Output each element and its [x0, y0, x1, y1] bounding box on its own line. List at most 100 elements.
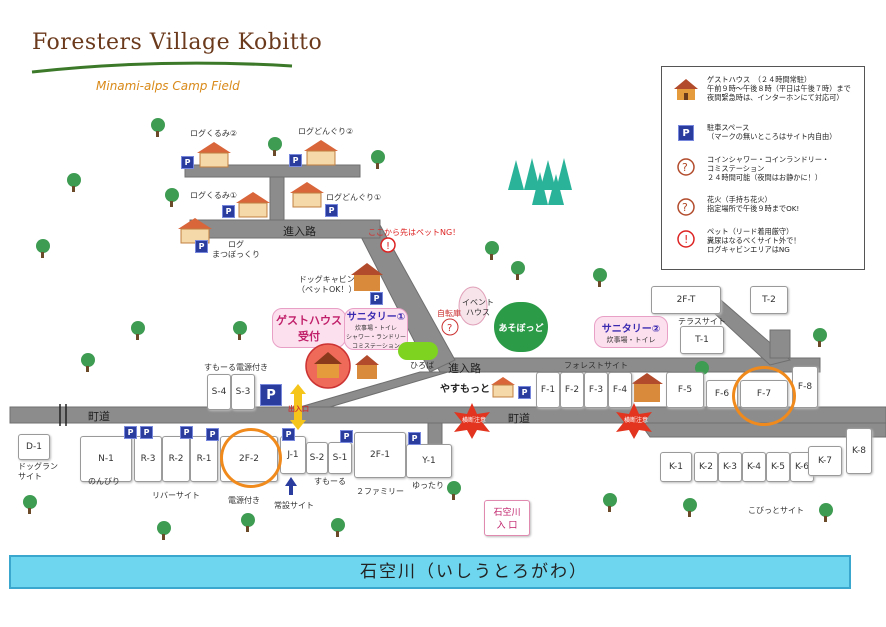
- smoru-label: すもーる: [314, 477, 346, 486]
- entrance-arrow-icon: [290, 384, 306, 430]
- arrow-up-icon: [285, 477, 297, 495]
- forest-site-label: フォレストサイト: [564, 361, 628, 370]
- kobitto-road: [639, 422, 886, 438]
- parking-icon: P: [325, 204, 338, 217]
- site-F-5[interactable]: F-5: [666, 372, 704, 408]
- site-F-8[interactable]: F-8: [792, 366, 818, 408]
- svg-text:!: !: [684, 233, 688, 246]
- pet-warning-icon: !: [380, 237, 396, 253]
- cabin-log-donguri-2: ログどんぐり②: [298, 127, 354, 136]
- site-2F-1[interactable]: 2F-1: [354, 432, 406, 478]
- site-R-2[interactable]: R-2: [162, 436, 190, 482]
- yasumotto-label: やすもっと: [440, 384, 490, 395]
- svg-text:?: ?: [682, 161, 688, 174]
- highlight-circle-F-7: [732, 366, 796, 426]
- sanitary-2-icon: [631, 373, 663, 402]
- coin-shower-icon: ?: [677, 158, 695, 176]
- road-label-town-2: 町道: [508, 412, 530, 425]
- site-K-7[interactable]: K-7: [808, 446, 842, 476]
- site-D-1[interactable]: D-1: [18, 434, 50, 460]
- map-title: Foresters Village Kobitto: [32, 30, 323, 55]
- river-label: 石空川（いしうとろがわ）: [360, 562, 588, 582]
- site-S-2[interactable]: S-2: [306, 442, 328, 474]
- event-house-icon: [458, 286, 488, 326]
- event-house-label: イベントハウス: [462, 298, 494, 317]
- svg-text:?: ?: [682, 201, 688, 214]
- regular-site-label: 常設サイト: [274, 501, 314, 510]
- guest-house-bubble: ゲストハウス 受付: [272, 308, 346, 348]
- sanitary-1-bubble: サニタリー① 炊事場・トイレ シャワー・ランドリー コミステーション: [344, 308, 408, 350]
- svg-text:!: !: [386, 241, 390, 252]
- site-K-8[interactable]: K-8: [846, 428, 872, 474]
- asobo-area: あそぼっど: [494, 302, 548, 352]
- yuttari-label: ゆったり: [412, 481, 444, 490]
- site-K-5[interactable]: K-5: [766, 452, 790, 482]
- power-label: 電源付き: [228, 496, 260, 505]
- site-N-1[interactable]: N-1: [80, 436, 132, 482]
- legend-box: ゲストハウス （２４時間常駐） 午前９時〜午後８時（平日は午後７時）まで 夜間緊…: [661, 66, 865, 270]
- highlight-circle-2F-2: [220, 428, 282, 488]
- site-2F-T[interactable]: 2F-T: [651, 286, 721, 314]
- title-swoosh: [31, 61, 293, 74]
- hiroba-label: ひろば: [410, 361, 434, 370]
- guest-house-icon[interactable]: [304, 342, 352, 390]
- site-T-2[interactable]: T-2: [750, 286, 788, 314]
- pet-warning-icon: !: [677, 230, 695, 248]
- entrance-exit-label: 出入口: [288, 405, 309, 413]
- road-label-town-1: 町道: [88, 410, 110, 423]
- parking-icon: P: [206, 428, 219, 441]
- cabin-road: [269, 174, 285, 221]
- site-R-3[interactable]: R-3: [134, 436, 162, 482]
- site-F-4[interactable]: F-4: [608, 372, 632, 408]
- parking-icon: P: [518, 386, 531, 399]
- parking-icon: P: [289, 154, 302, 167]
- site-Y-1[interactable]: Y-1: [406, 444, 452, 478]
- site-S-1[interactable]: S-1: [328, 442, 352, 474]
- site-K-2[interactable]: K-2: [694, 452, 718, 482]
- site-F-2[interactable]: F-2: [560, 372, 584, 408]
- site-K-4[interactable]: K-4: [742, 452, 766, 482]
- site-K-3[interactable]: K-3: [718, 452, 742, 482]
- map-subtitle: Minami-alps Camp Field: [96, 79, 240, 93]
- cabin-log-kurumi-2: ログくるみ②: [190, 129, 238, 138]
- crossing-warning-icon: [616, 403, 652, 439]
- self-storage-label: 自転庫: [437, 309, 461, 318]
- parking-icon: P: [282, 428, 295, 441]
- parking-icon: P: [678, 125, 694, 141]
- sanitary-1-icon: [355, 355, 379, 379]
- svg-text:?: ?: [447, 323, 452, 334]
- site-T-1[interactable]: T-1: [680, 326, 724, 354]
- guest-house-icon: [674, 79, 698, 100]
- dog-cabin-icon: [351, 263, 383, 291]
- parking-icon: P: [195, 240, 208, 253]
- parking-icon: P: [370, 292, 383, 305]
- smoru-power-label: すもーる電源付き: [204, 363, 268, 372]
- river-site-label: リバーサイト: [152, 491, 200, 500]
- terrace-road-2: [769, 329, 791, 359]
- nonbiri-label: のんびり: [88, 477, 120, 486]
- site-F-1[interactable]: F-1: [536, 372, 560, 408]
- site-S-4[interactable]: S-4: [207, 374, 231, 410]
- cabin-house-icon: [290, 182, 324, 208]
- sanitary-2-bubble: サニタリー② 炊事場・トイレ: [594, 316, 668, 348]
- kobitto-site-label: こびっとサイト: [748, 506, 804, 515]
- site-S-3[interactable]: S-3: [231, 374, 255, 410]
- parking-icon: P: [140, 426, 153, 439]
- cabin-house-icon: [304, 140, 338, 166]
- two-family-label: ２ファミリー: [356, 487, 404, 496]
- cabin-log-donguri-1: ログどんぐり①: [326, 193, 382, 202]
- crossing-warning-icon: [454, 403, 490, 439]
- road-label-entrance-1: 進入路: [283, 225, 316, 238]
- tree-group: [23, 118, 833, 540]
- river-entrance-sign: 石空川 入 口: [484, 500, 530, 536]
- dogrun-label: ドッグランサイト: [18, 462, 58, 481]
- site-K-1[interactable]: K-1: [660, 452, 692, 482]
- cabin-house-icon: [236, 192, 270, 218]
- site-R-1[interactable]: R-1: [190, 436, 218, 482]
- site-J-1[interactable]: J-1: [280, 436, 306, 474]
- site-F-3[interactable]: F-3: [584, 372, 608, 408]
- cabin-house-icon: [197, 142, 231, 168]
- terrace-site-label: テラスサイト: [678, 317, 726, 326]
- parking-icon: P: [340, 430, 353, 443]
